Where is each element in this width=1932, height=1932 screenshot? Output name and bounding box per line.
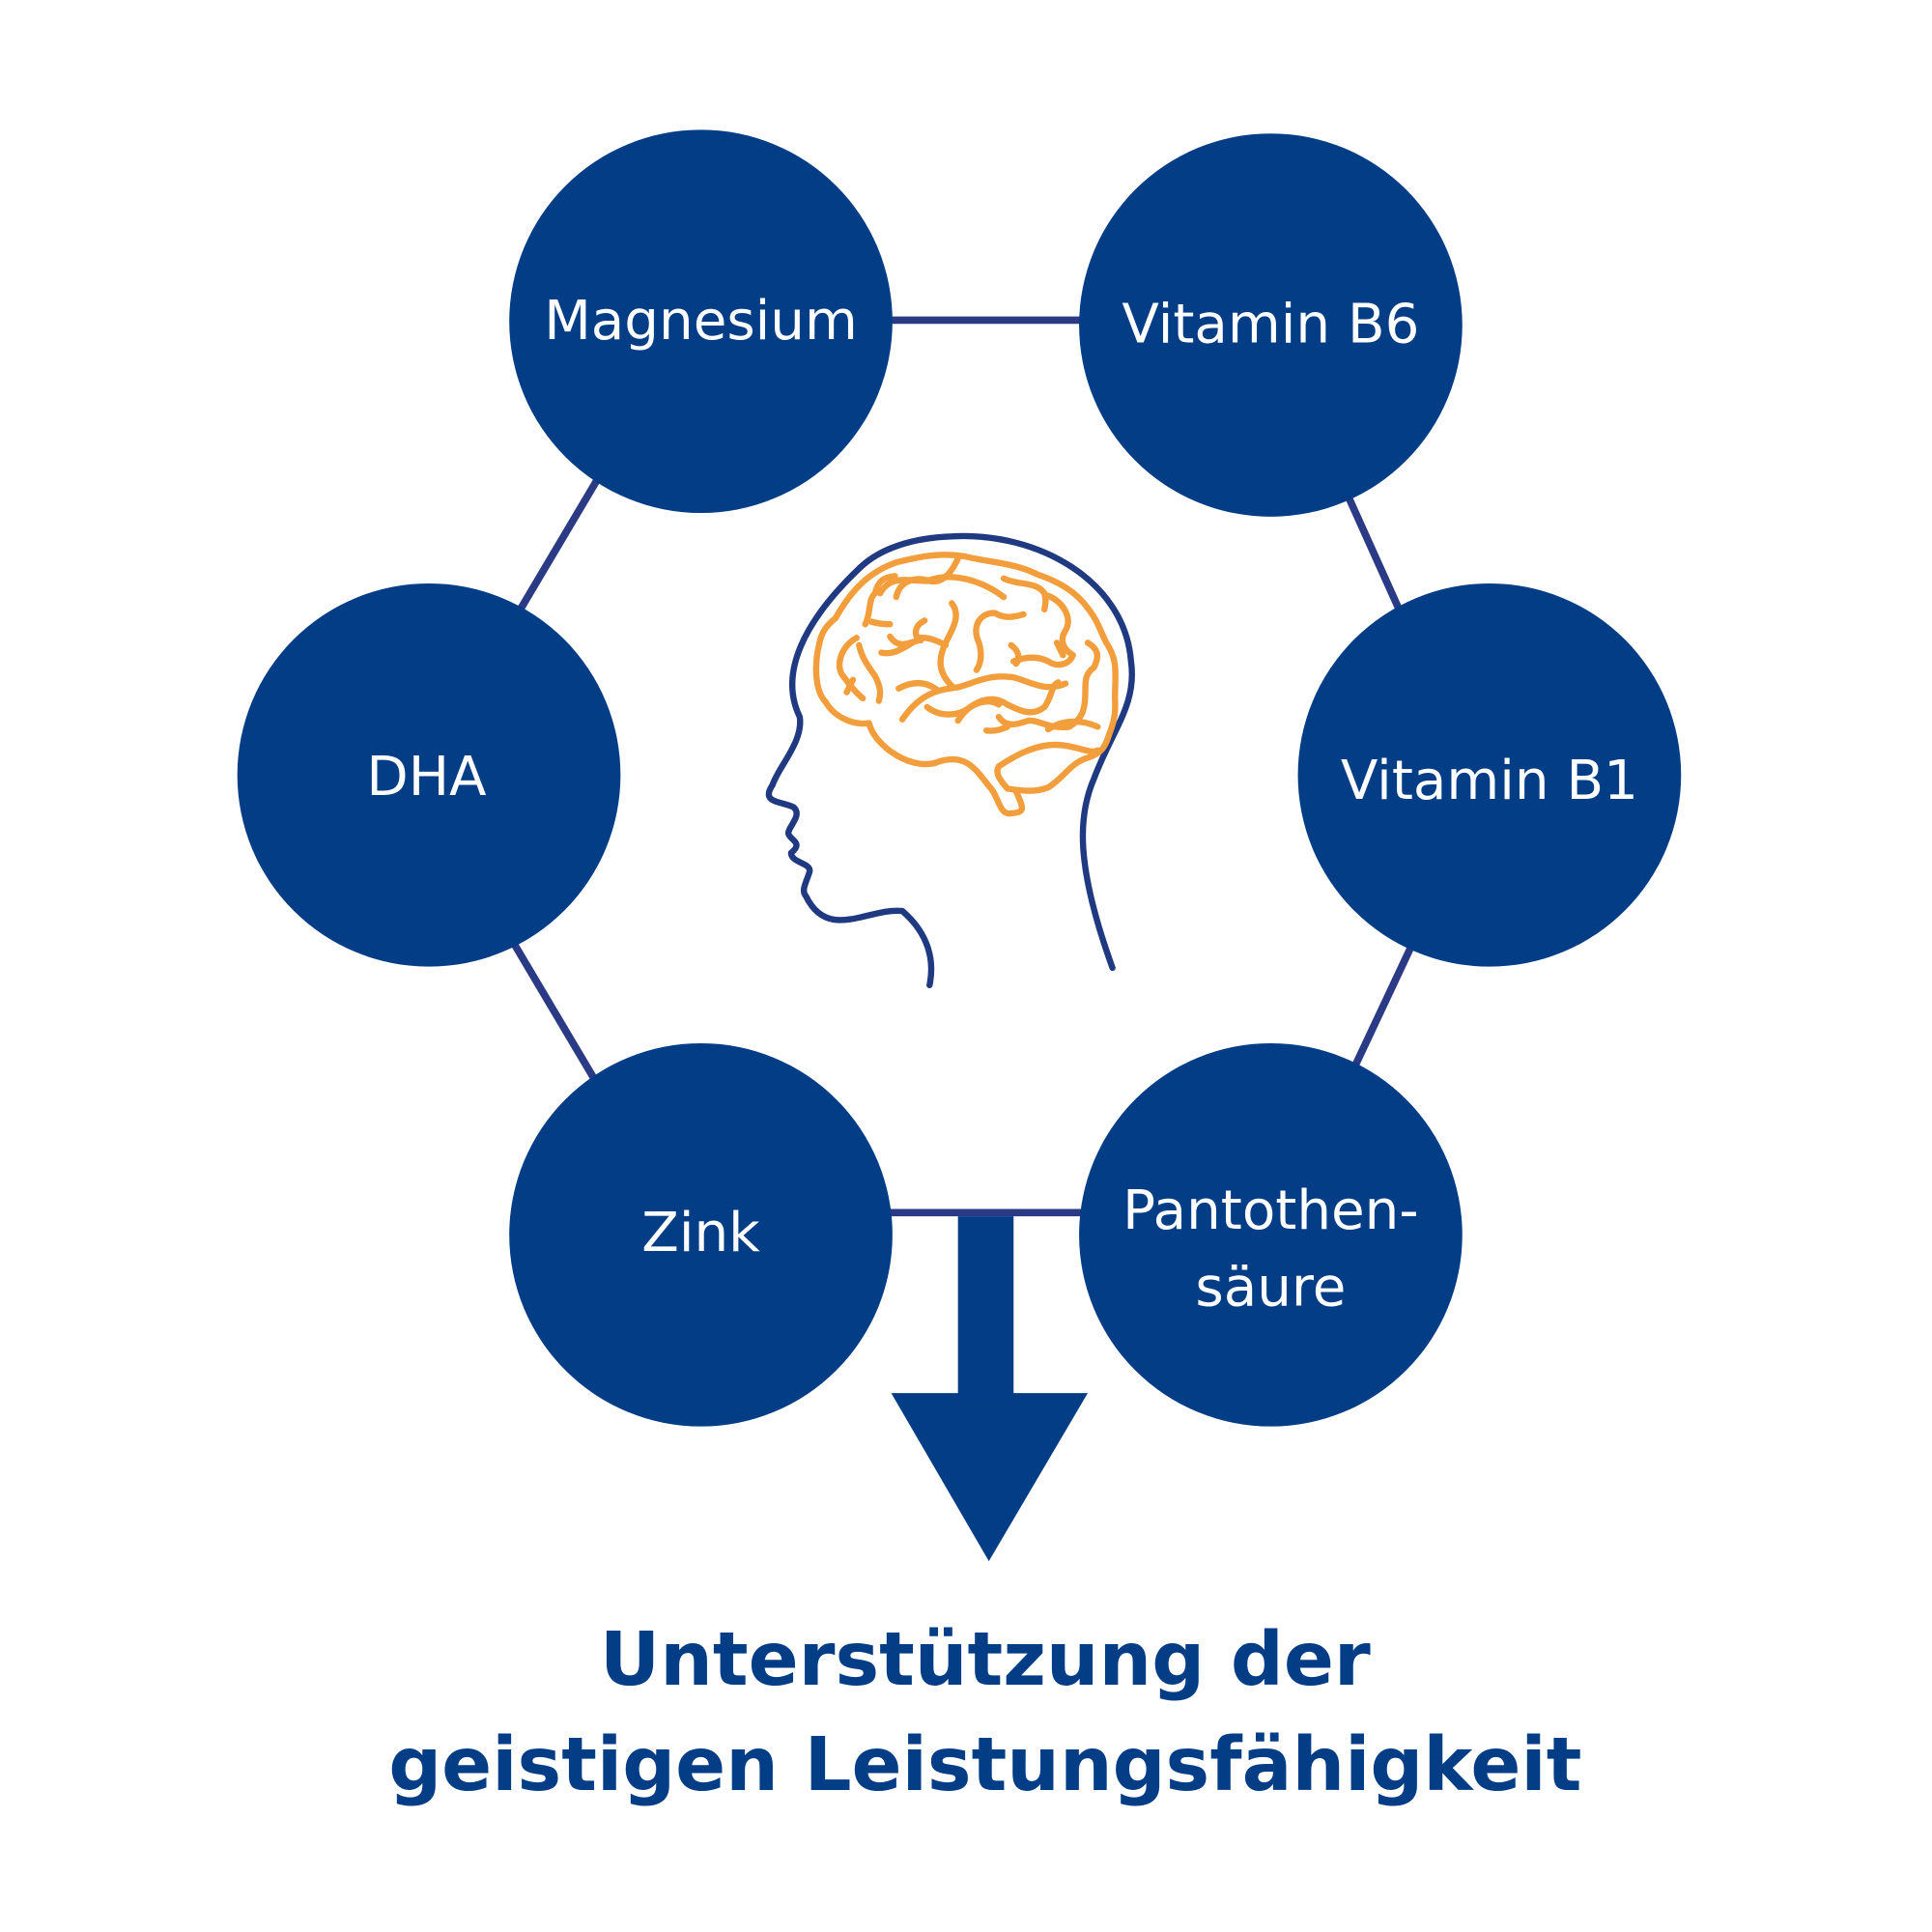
result-title-line2: geistigen Leistungsfähigkeit bbox=[388, 1722, 1581, 1808]
nutrient-magnesium: Magnesium bbox=[509, 129, 893, 514]
connector-magnesium-dha bbox=[513, 473, 603, 618]
connector-dha-zink bbox=[509, 940, 600, 1084]
connectors bbox=[509, 316, 1415, 1217]
nutrient-label: DHA bbox=[366, 746, 487, 809]
nutrient-vitamin-b1: Vitamin B1 bbox=[1297, 582, 1682, 967]
nutrient-pantothensaeure: Pantothen- säure bbox=[1079, 1042, 1463, 1427]
nutrient-label: Vitamin B6 bbox=[1122, 294, 1419, 356]
head-with-brain-icon bbox=[765, 532, 1135, 989]
nutrient-label-line1: Pantothen- bbox=[1122, 1179, 1419, 1242]
nutrient-label: Magnesium bbox=[544, 290, 858, 353]
result-title-line1: Unterstützung der bbox=[600, 1617, 1371, 1703]
nutrient-label: Vitamin B1 bbox=[1341, 750, 1638, 812]
connector-b1-pantothen bbox=[1350, 944, 1415, 1071]
nutrient-label: Zink bbox=[641, 1202, 760, 1264]
down-arrow-icon bbox=[891, 1216, 1089, 1562]
nutrient-zink: Zink bbox=[509, 1042, 893, 1427]
nutrient-dha: DHA bbox=[237, 582, 621, 967]
nutrient-vitamin-b6: Vitamin B6 bbox=[1079, 133, 1463, 517]
nutrient-label-line2: säure bbox=[1195, 1257, 1346, 1320]
connector-b6-b1 bbox=[1344, 493, 1406, 620]
